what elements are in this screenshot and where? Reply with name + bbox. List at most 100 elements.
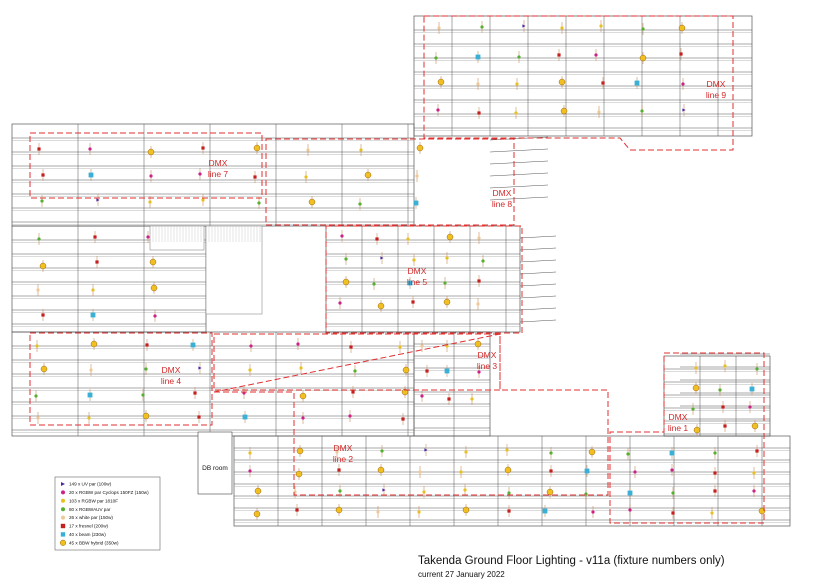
fresnel-fixture <box>447 397 451 401</box>
bbw-hybrid-fixture <box>558 78 566 86</box>
par-fixture <box>560 26 564 30</box>
par-fixture <box>248 451 252 455</box>
fresnel-fixture <box>375 237 379 241</box>
bbw-hybrid-fixture <box>443 298 451 306</box>
par-fixture <box>723 364 727 368</box>
par-fixture <box>584 492 588 496</box>
par-fixture <box>671 491 675 495</box>
par-fixture <box>335 450 339 454</box>
dmx-zone-9-sublabel: line 9 <box>706 90 727 100</box>
bbw-hybrid-fixture <box>342 278 350 286</box>
bbw-hybrid-fixture <box>295 470 303 478</box>
extension-rail <box>519 295 557 299</box>
legend-dot-icon <box>61 507 65 512</box>
bbw-hybrid-fixture <box>692 384 700 392</box>
extension-rail <box>489 172 549 177</box>
fresnel-fixture <box>713 489 717 493</box>
dmx-zone-4-label: DMX <box>162 365 181 375</box>
db-room-label: DB room <box>202 465 228 472</box>
par-fixture <box>301 416 305 420</box>
par-fixture <box>507 491 511 495</box>
par-fixture <box>476 302 480 306</box>
bbw-hybrid-fixture <box>446 233 454 241</box>
bbw-hybrid-fixture <box>693 426 701 434</box>
par-fixture <box>406 237 410 241</box>
fresnel-fixture <box>37 147 41 151</box>
bbw-hybrid-fixture <box>377 466 385 474</box>
par-fixture <box>752 471 756 475</box>
beam-fixture <box>584 468 590 474</box>
fresnel-fixture <box>349 345 353 349</box>
par-fixture <box>514 111 518 115</box>
par-fixture <box>198 172 202 176</box>
bbw-hybrid-fixture <box>335 506 343 514</box>
dmx-zone-2 <box>213 333 609 496</box>
par-fixture <box>422 490 426 494</box>
fresnel-fixture <box>549 469 553 473</box>
fresnel-fixture <box>507 509 511 513</box>
bbw-hybrid-fixture <box>254 487 262 495</box>
extension-rail <box>519 307 557 311</box>
legend-dot-icon <box>61 490 65 495</box>
bbw-hybrid-fixture <box>639 54 647 62</box>
bbw-hybrid-fixture <box>147 148 155 156</box>
par-fixture <box>445 256 449 260</box>
beam-fixture <box>444 368 450 374</box>
legend-box <box>54 476 161 551</box>
par-fixture <box>718 388 722 392</box>
fresnel-fixture <box>193 391 197 395</box>
par-fixture <box>415 174 419 178</box>
par-fixture <box>628 508 632 512</box>
plan-title: Takenda Ground Floor Lighting - v11a (fi… <box>418 555 725 567</box>
par-fixture <box>338 301 342 305</box>
par-fixture <box>338 489 342 493</box>
par-fixture <box>91 288 95 292</box>
fresnel-fixture <box>401 417 405 421</box>
par-fixture <box>481 259 485 263</box>
par-fixture <box>420 394 424 398</box>
dmx-zone-1 <box>609 352 765 524</box>
par-fixture <box>755 367 759 371</box>
fresnel-fixture <box>201 146 205 150</box>
fresnel-fixture <box>601 81 605 85</box>
beam-fixture <box>407 280 413 286</box>
extension-rail <box>489 184 549 189</box>
bbw-hybrid-fixture <box>678 24 686 32</box>
legend-label: 149 x UV par (100w) <box>69 482 112 487</box>
dmx-zone-7 <box>29 132 263 199</box>
par-fixture <box>591 510 595 514</box>
beam-fixture <box>475 54 481 60</box>
bbw-hybrid-fixture <box>402 366 410 374</box>
legend-uv-par-icon <box>61 482 65 486</box>
dmx-zones <box>29 15 765 524</box>
truss-block-outline <box>413 15 753 137</box>
par-fixture <box>626 452 630 456</box>
fresnel-fixture <box>671 511 675 515</box>
uv-par-fixture <box>380 256 384 260</box>
legend-label: 17 x fresnel (200w) <box>69 524 109 529</box>
par-fixture <box>417 510 421 514</box>
uv-par-fixture <box>382 488 386 492</box>
extension-rail <box>519 259 557 263</box>
bbw-hybrid-fixture <box>142 412 150 420</box>
extension-rail <box>519 319 557 323</box>
par-fixture <box>597 110 601 114</box>
bbw-hybrid-fixture <box>546 488 554 496</box>
par-fixture <box>358 202 362 206</box>
fresnel-fixture <box>425 369 429 373</box>
dmx-zone-3 <box>213 333 501 391</box>
legend-square-icon <box>60 532 66 537</box>
dmx-zone-9 <box>423 15 734 151</box>
fresnel-fixture <box>145 343 149 347</box>
par-fixture <box>670 468 674 472</box>
par-fixture <box>517 55 521 59</box>
par-fixture <box>398 345 402 349</box>
par-fixture <box>257 201 261 205</box>
bbw-hybrid-fixture <box>560 107 568 115</box>
bbw-hybrid-fixture <box>90 340 98 348</box>
db-room-box <box>197 431 233 495</box>
dmx-zone-1-sublabel: line 1 <box>668 423 689 433</box>
fresnel-fixture <box>723 424 727 428</box>
dmx-zone-4 <box>29 332 213 426</box>
